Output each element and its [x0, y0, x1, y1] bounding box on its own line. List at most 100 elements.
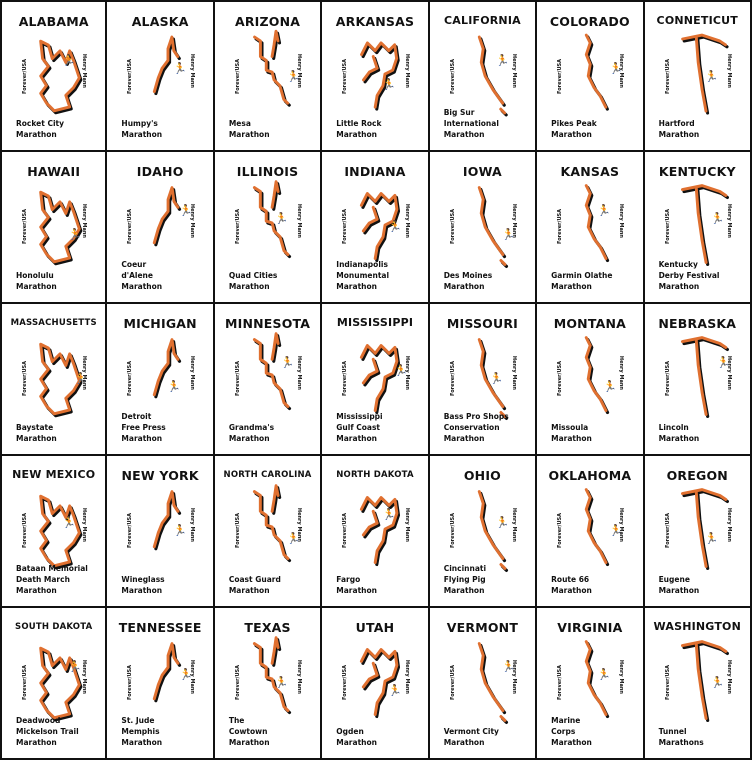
- route-line: [39, 646, 81, 720]
- artist-label: Henry Mann: [511, 507, 518, 542]
- runner-icon: 🏃: [274, 676, 289, 689]
- route-line: [360, 41, 399, 109]
- state-title: MASSACHUSETTS: [10, 318, 97, 328]
- route-line: [477, 338, 507, 418]
- marathon-name: Mississippi Gulf Coast Marathon: [336, 412, 383, 443]
- state-title: OHIO: [463, 468, 501, 483]
- route-shadow: [361, 43, 401, 111]
- publisher-label: Forever/USA: [127, 209, 134, 244]
- route-line: [584, 640, 608, 717]
- route-line: [360, 344, 399, 413]
- marathon-name: Kentucky Derby Festival Marathon: [658, 260, 720, 291]
- route-map: [477, 338, 508, 420]
- route-line: [584, 336, 608, 413]
- route-line: [360, 496, 399, 565]
- route-map: [584, 184, 610, 263]
- runner-icon: 🏃: [167, 380, 182, 393]
- marathon-name: Coast Guard Marathon: [228, 575, 281, 595]
- publisher-label: Forever/USA: [127, 361, 134, 396]
- artist-label: Henry Mann: [403, 203, 410, 238]
- route-line: [584, 184, 608, 261]
- marathon-name: Baystate Marathon: [16, 423, 57, 443]
- marathon-name: Lincoln Marathon: [658, 423, 700, 443]
- route-line: [153, 490, 180, 549]
- route-map: [477, 35, 508, 117]
- artist-label: Henry Mann: [296, 355, 303, 390]
- route-line: [584, 488, 608, 565]
- state-title: TENNESSEE: [118, 620, 202, 635]
- publisher-label: Forever/USA: [22, 59, 28, 94]
- route-map: [153, 642, 182, 703]
- publisher-label: Forever/USA: [127, 513, 134, 548]
- state-title: NEW YORK: [121, 468, 199, 483]
- marathon-name: The Cowtown Marathon: [228, 716, 270, 747]
- marathon-name: Coeur d'Alene Marathon: [121, 260, 163, 291]
- artist-label: Henry Mann: [188, 53, 195, 88]
- publisher-label: Forever/USA: [22, 665, 28, 700]
- publisher-label: Forever/USA: [557, 361, 564, 396]
- marathon-name: Rocket City Marathon: [16, 119, 64, 139]
- marathon-name: Deadwood Mickelson Trail Marathon: [16, 716, 79, 747]
- runner-icon: 🏃: [501, 228, 516, 241]
- artist-label: Henry Mann: [618, 659, 625, 694]
- route-line: [477, 35, 506, 115]
- route-line: [680, 336, 727, 416]
- publisher-label: Forever/USA: [557, 59, 564, 94]
- marathon-name: Bass Pro Shops Conservation Marathon: [443, 412, 509, 443]
- state-title: NORTH CAROLINA: [223, 470, 312, 480]
- runner-icon: 🏃: [68, 660, 82, 673]
- marathon-name: Marine Corps Marathon: [551, 716, 592, 747]
- artist-label: Henry Mann: [188, 659, 195, 694]
- state-title: INDIANA: [344, 164, 406, 179]
- route-line: [39, 494, 81, 568]
- state-title: MONTANA: [553, 316, 626, 331]
- runner-icon: 🏃: [62, 516, 76, 529]
- marathon-name: Hartford Marathon: [658, 119, 700, 139]
- marathon-name: Pikes Peak Marathon: [551, 119, 597, 139]
- state-title: VIRGINIA: [557, 620, 623, 635]
- publisher-label: Forever/USA: [342, 665, 349, 700]
- artist-label: Henry Mann: [403, 355, 410, 390]
- runner-icon: 🏃: [495, 516, 510, 529]
- publisher-label: Forever/USA: [557, 209, 564, 244]
- runner-icon: 🏃: [173, 524, 188, 537]
- publisher-label: Forever/USA: [342, 361, 349, 396]
- state-title: ALABAMA: [18, 14, 89, 29]
- artist-label: Henry Mann: [81, 53, 88, 88]
- route-map: [153, 186, 182, 247]
- runner-icon: 🏃: [716, 356, 731, 369]
- artist-label: Henry Mann: [296, 203, 303, 238]
- route-map: [153, 338, 182, 399]
- state-title: IOWA: [462, 164, 502, 179]
- state-title: KANSAS: [560, 164, 620, 179]
- artist-label: Henry Mann: [296, 659, 303, 694]
- route-map: [477, 490, 508, 572]
- route-map: [39, 646, 83, 722]
- publisher-label: Forever/USA: [234, 665, 241, 700]
- runner-icon: 🏃: [597, 204, 611, 217]
- state-title: CONNETICUT: [656, 14, 739, 27]
- route-shadow: [586, 490, 610, 567]
- marathon-name: Ogden Marathon: [336, 727, 377, 747]
- route-map: [39, 190, 83, 266]
- route-line: [252, 180, 290, 257]
- state-title: HAWAII: [27, 164, 81, 179]
- route-map: [584, 640, 610, 719]
- marathon-name: Quad Cities Marathon: [228, 271, 278, 291]
- route-map: [39, 342, 83, 418]
- marathon-name: Bataan Memorial Death March Marathon: [16, 564, 88, 595]
- state-title: NEW MEXICO: [12, 468, 96, 481]
